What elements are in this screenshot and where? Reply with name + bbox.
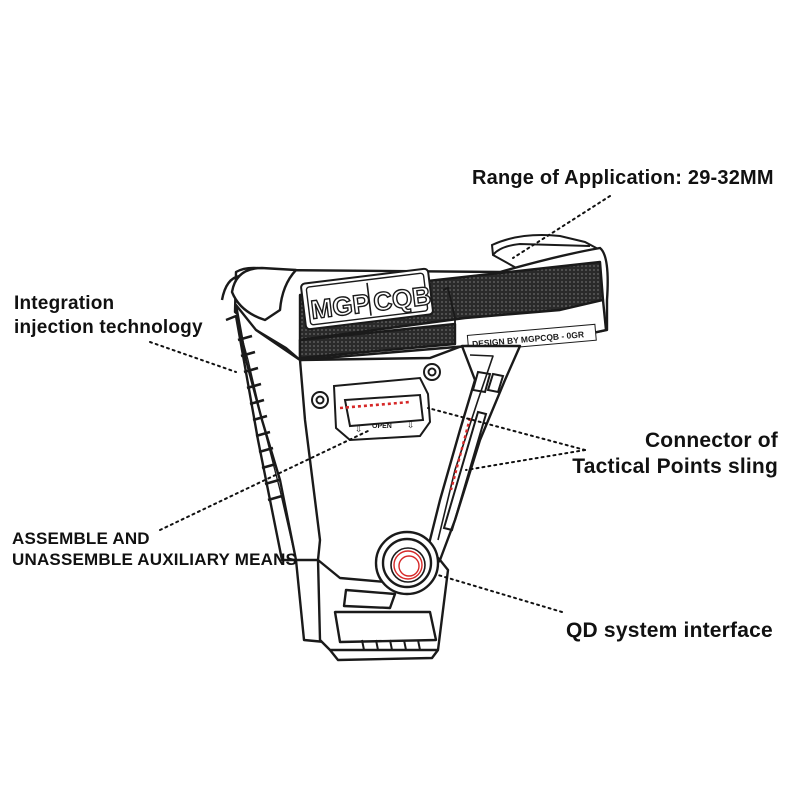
buffer-tube <box>490 234 603 272</box>
brand-plate: MGP CQB <box>300 267 434 331</box>
label-connector-line1: Connector of <box>644 429 778 452</box>
retention-wire <box>442 286 456 345</box>
sling-highlight <box>449 417 472 491</box>
label-integration: Integration injection technology <box>14 292 203 340</box>
design-text-group: DESIGN BY MGPCQB - 0GR <box>466 323 597 352</box>
label-range-of-application: Range of Application: 29-32MM <box>472 167 774 189</box>
callout-lines <box>149 195 611 613</box>
label-connector-line2: Tactical Points sling <box>572 455 778 479</box>
stock-base <box>316 558 450 662</box>
svg-text:⇩: ⇩ <box>407 421 415 431</box>
label-connector: Connector of Tactical Points sling <box>556 428 778 481</box>
callout-connector-b <box>465 449 586 471</box>
open-text: OPEN <box>372 423 392 430</box>
callout-qd <box>437 574 563 613</box>
label-assemble-line1: ASSEMBLE AND <box>12 529 150 548</box>
brand-text-right: CQB <box>372 280 433 317</box>
callout-assemble <box>159 429 371 531</box>
label-integration-line1: Integration <box>14 293 115 314</box>
sling-slots <box>442 370 505 532</box>
callout-range <box>512 195 611 259</box>
label-assemble-line2: UNASSEMBLE AUXILIARY MEANS <box>12 550 298 570</box>
base-teeth <box>361 639 421 651</box>
release-latch: OPEN ⇩ ⇩ <box>311 363 441 442</box>
callout-integration <box>149 341 237 373</box>
left-arm-ribs <box>237 334 283 502</box>
brand-text-left: MGP <box>309 288 371 325</box>
label-qd-system: QD system interface <box>566 619 773 642</box>
label-integration-line2: injection technology <box>14 316 203 338</box>
label-assemble: ASSEMBLE AND UNASSEMBLE AUXILIARY MEANS <box>12 528 297 571</box>
svg-text:⇩: ⇩ <box>355 425 363 435</box>
qd-highlight <box>393 550 423 580</box>
qd-socket <box>374 530 440 596</box>
